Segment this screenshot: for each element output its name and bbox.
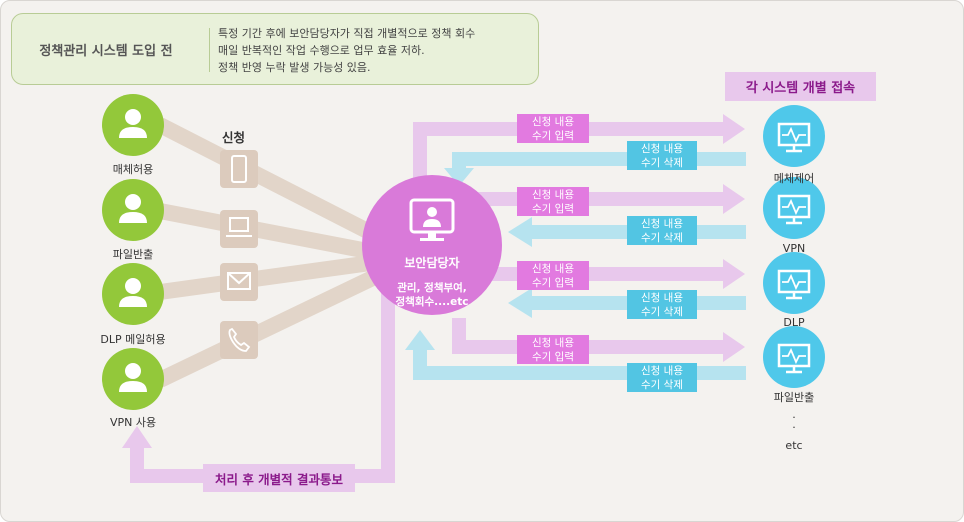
- note-line-3: 정책 반영 누락 발생 가능성 있음.: [218, 61, 371, 74]
- user-label-media: 매체허용: [112, 163, 154, 176]
- mobile-icon: [220, 150, 258, 188]
- monitor-icon: [409, 198, 455, 241]
- note-line-2: 매일 반복적인 작업 수행으로 업무 효율 저하.: [218, 44, 425, 57]
- person-icon: [102, 263, 164, 325]
- phone-icon: [220, 321, 258, 359]
- person-icon: [102, 348, 164, 410]
- connector-line-1: [156, 117, 389, 248]
- note-line-1: 특정 기간 후에 보안담당자가 직접 개별적으로 정책 회수: [218, 27, 476, 40]
- user-label-vpn: VPN 사용: [109, 416, 157, 429]
- person-icon: [102, 94, 164, 156]
- system-nodes: [763, 105, 825, 388]
- system-label-file-export: 파일반출: [773, 391, 815, 404]
- center-sub-line-1: 관리, 정책부여,: [397, 282, 467, 294]
- system-label-dlp: DLP: [783, 316, 805, 329]
- center-sub-line-2: 정책회수....etc: [395, 296, 469, 308]
- center-title: 보안담당자: [404, 256, 460, 270]
- monitor-icon: [763, 326, 825, 388]
- request-heading: 신청: [222, 130, 246, 145]
- monitor-icon: [763, 177, 825, 239]
- ellipsis: . .: [792, 408, 796, 431]
- channel-icons: [220, 150, 258, 359]
- laptop-icon: [220, 210, 258, 248]
- connector-line-4: [156, 264, 389, 388]
- center-subtitle: 관리, 정책부여, 정책회수....etc: [368, 281, 496, 309]
- result-notice: 처리 후 개별적 결과통보: [203, 464, 355, 492]
- connector-line-2: [158, 203, 380, 261]
- note-title: 정책관리 시스템 도입 전: [39, 43, 173, 59]
- system-label-media-control: 메체제어: [773, 172, 815, 185]
- note-box: 정책관리 시스템 도입 전 특정 기간 후에 보안담당자가 직접 개별적으로 정…: [11, 13, 539, 85]
- systems-header: 각 시스템 개별 접속: [725, 72, 876, 101]
- user-label-dlp-mail: DLP 메일허용: [100, 333, 166, 346]
- user-avatars: [102, 94, 164, 410]
- note-divider: [209, 28, 210, 72]
- connector-line-3: [158, 254, 380, 300]
- person-icon: [102, 179, 164, 241]
- monitor-icon: [763, 252, 825, 314]
- security-officer-node: [362, 175, 502, 315]
- system-label-etc: etc: [785, 439, 803, 452]
- monitor-icon: [763, 105, 825, 167]
- system-label-vpn: VPN: [782, 242, 806, 255]
- user-label-file-export: 파일반출: [112, 248, 154, 261]
